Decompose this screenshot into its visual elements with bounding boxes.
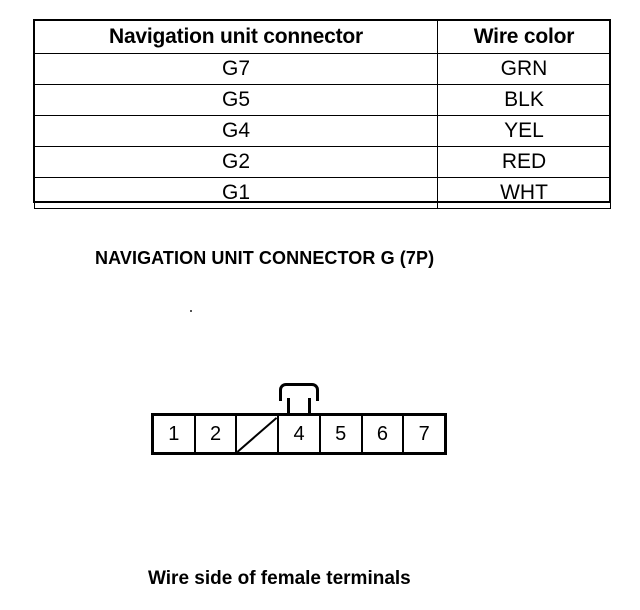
column-header-wire-color: Wire color bbox=[437, 20, 611, 54]
connector-latch-icon bbox=[279, 383, 319, 418]
cell-wire-color: RED bbox=[437, 146, 611, 178]
table-row: G2 RED bbox=[34, 146, 611, 178]
pin-label: 7 bbox=[418, 423, 430, 445]
pin-cell-1: 1 bbox=[154, 416, 196, 452]
wire-color-table: Navigation unit connector Wire color G7 … bbox=[34, 20, 611, 209]
cell-wire-color: WHT bbox=[437, 177, 611, 209]
wire-side-caption: Wire side of female terminals bbox=[148, 568, 411, 589]
table-header-row: Navigation unit connector Wire color bbox=[34, 20, 611, 54]
pin-cell-5: 5 bbox=[320, 416, 363, 452]
pin-cell-7: 7 bbox=[404, 416, 445, 452]
cell-connector: G7 bbox=[34, 53, 438, 85]
cell-connector: G4 bbox=[34, 115, 438, 147]
pin-cell-2: 2 bbox=[195, 416, 238, 452]
connector-pin-diagram: 1 2 4 5 6 7 bbox=[140, 380, 460, 465]
table-row: G7 GRN bbox=[34, 53, 611, 85]
pin-label: 5 bbox=[335, 423, 347, 445]
pin-label: 4 bbox=[293, 423, 305, 445]
pin-label: 2 bbox=[210, 423, 222, 445]
cell-connector: G5 bbox=[34, 84, 438, 116]
cell-connector: G1 bbox=[34, 177, 438, 209]
pin-cell-3-blank bbox=[237, 416, 280, 452]
pin-label: 1 bbox=[168, 423, 180, 445]
cell-wire-color: GRN bbox=[437, 53, 611, 85]
column-header-navigation-unit-connector: Navigation unit connector bbox=[34, 20, 438, 54]
cell-connector: G2 bbox=[34, 146, 438, 178]
cell-wire-color: BLK bbox=[437, 84, 611, 116]
pin-cell-4: 4 bbox=[279, 416, 321, 452]
connector-housing: 1 2 4 5 6 7 bbox=[151, 413, 447, 455]
scan-artifact-speck bbox=[190, 310, 192, 312]
connector-title: NAVIGATION UNIT CONNECTOR G (7P) bbox=[95, 248, 435, 268]
table-row: G4 YEL bbox=[34, 115, 611, 147]
latch-head-shape bbox=[279, 383, 319, 401]
pin-cell-6: 6 bbox=[362, 416, 405, 452]
pin-label: 6 bbox=[376, 423, 389, 445]
cell-wire-color: YEL bbox=[437, 115, 611, 147]
table-row: G1 WHT bbox=[34, 177, 611, 209]
table-row: G5 BLK bbox=[34, 84, 611, 116]
